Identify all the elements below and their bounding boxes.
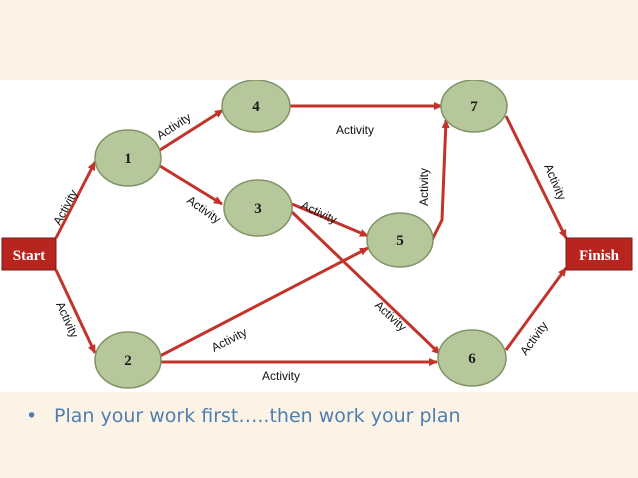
label-start-1: Activity [50,187,80,227]
edge-1-4 [159,108,224,152]
label-3-6: Activity [372,298,409,334]
edge-7-finish [504,115,568,239]
node-5-label: 5 [396,233,404,249]
edge-start-2 [54,269,97,354]
node-7: 7 [440,80,508,133]
node-6-label: 6 [468,351,476,367]
label-6-finish: Activity [517,319,551,358]
start-terminal: Start [1,237,57,271]
label-1-3: Activity [184,193,223,226]
edge-2-5 [159,246,369,358]
node-6: 6 [437,329,507,387]
caption-text: Plan your work first…..then work your pl… [54,405,461,427]
edge-5-7 [430,119,450,241]
finish-terminal: Finish [565,237,633,271]
node-4: 4 [221,80,291,133]
edge-3-5 [291,202,369,238]
edge-start-1 [54,161,97,239]
edge-1-3 [159,164,223,206]
label-5-7: Activity [417,168,431,206]
edges [54,102,568,366]
node-1-label: 1 [124,151,132,167]
node-5: 5 [366,212,434,268]
label-2-6: Activity [262,369,300,383]
node-1: 1 [94,129,162,187]
label-1-4: Activity [154,110,194,142]
caption-bullet-item: • Plan your work first…..then work your p… [26,405,626,427]
header-band [0,0,638,80]
edge-6-finish [504,267,568,351]
node-2-label: 2 [124,353,132,369]
node-3-label: 3 [254,201,262,217]
label-start-2: Activity [53,300,81,340]
label-4-7: Activity [336,123,374,137]
start-label: Start [13,248,46,264]
label-2-5: Activity [209,325,249,355]
bullet-marker: • [26,405,38,427]
node-7-label: 7 [470,99,478,115]
finish-label: Finish [579,248,620,264]
edge-3-6 [290,210,442,356]
node-2: 2 [94,331,162,389]
node-3: 3 [223,179,293,237]
activity-network-diagram: Start Finish 1 2 3 4 5 6 7 Activity Acti… [1,80,633,389]
node-4-label: 4 [252,99,260,115]
